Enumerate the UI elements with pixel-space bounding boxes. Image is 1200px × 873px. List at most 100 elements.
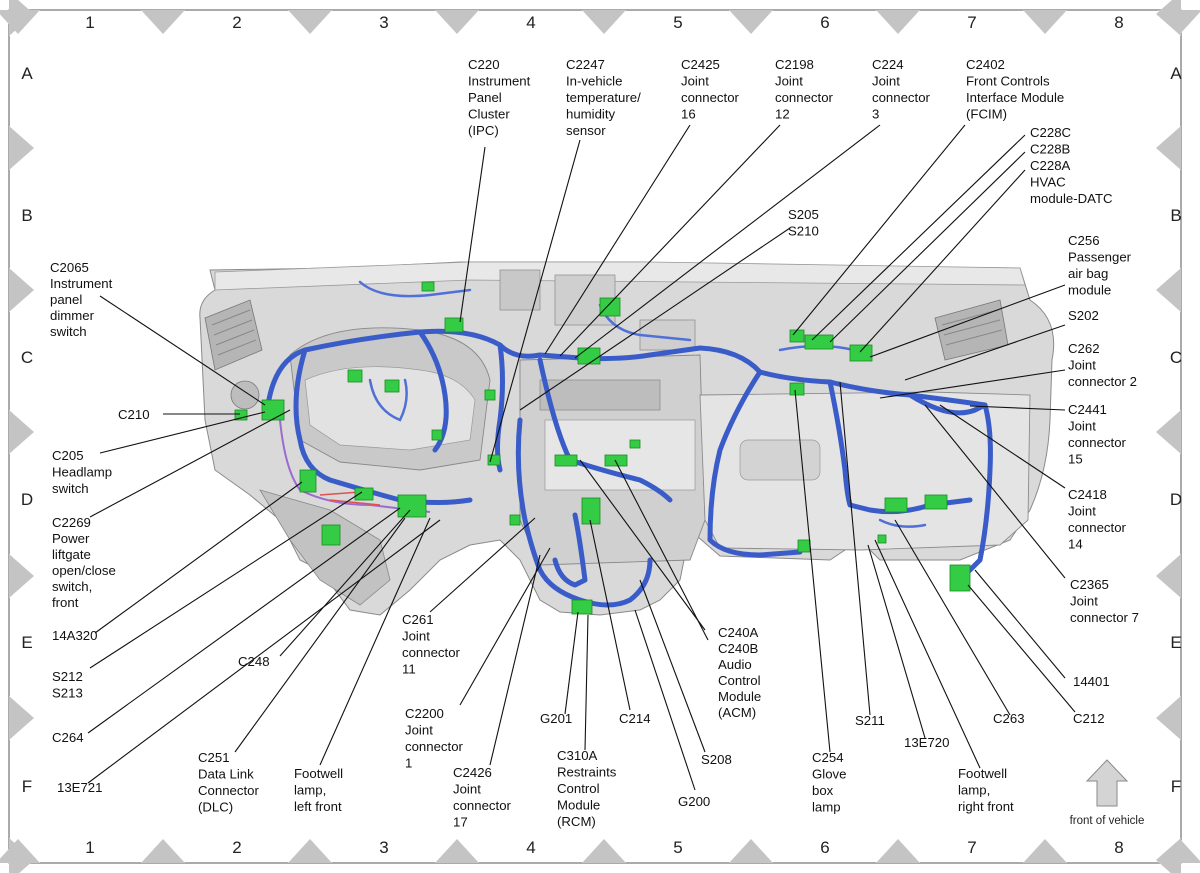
grid-row-b-right: B xyxy=(1170,206,1181,225)
grid-col-2-top: 2 xyxy=(232,13,241,32)
label-c263: C263 xyxy=(993,711,1025,726)
grid-row-c-right: C xyxy=(1170,348,1182,367)
grid-marker-top xyxy=(876,10,920,34)
label-s208: S208 xyxy=(701,752,732,767)
label-c2426: C2426 Joint connector 17 xyxy=(453,765,515,830)
instrument-panel-illustration xyxy=(199,261,1055,616)
label-13e721: 13E721 xyxy=(57,780,102,795)
grid-marker-top xyxy=(729,10,773,34)
label-c254: C254 Glove box lamp xyxy=(812,750,850,815)
label-c220: C220 Instrument Panel Cluster (IPC) xyxy=(468,57,534,138)
label-c214: C214 xyxy=(619,711,651,726)
grid-col-5-bottom: 5 xyxy=(673,838,682,857)
grid-marker-bottom xyxy=(288,839,332,863)
label-c2425: C2425 Joint connector 16 xyxy=(681,57,743,122)
label-footwell-right: Footwell lamp, right front xyxy=(958,766,1014,814)
grid-marker-bottom xyxy=(1023,839,1067,863)
label-c262: C262 Joint connector 2 xyxy=(1068,341,1137,389)
grid-col-6-bottom: 6 xyxy=(820,838,829,857)
grid-marker-top xyxy=(288,10,332,34)
label-s212: S212 S213 xyxy=(52,669,86,701)
grid-rows-right: A B C D E F xyxy=(1170,64,1182,796)
label-14a320: 14A320 xyxy=(52,628,97,643)
front-of-vehicle-legend: front of vehicle xyxy=(1070,759,1145,827)
label-footwell-left: Footwell lamp, left front xyxy=(294,766,347,814)
connectors xyxy=(234,281,971,615)
label-c256: C256 Passenger air bag module xyxy=(1068,233,1135,298)
label-c2198: C2198 Joint connector 12 xyxy=(775,57,837,122)
grid-marker-bottom xyxy=(141,839,185,863)
grid-marker-right xyxy=(1156,838,1181,873)
label-c2247: C2247 In-vehicle temperature/ humidity s… xyxy=(566,57,644,138)
grid-col-7-bottom: 7 xyxy=(967,838,976,857)
grid-marker-right xyxy=(1156,0,1181,36)
grid-col-8-bottom: 8 xyxy=(1114,838,1123,857)
leader-lines xyxy=(87,124,1076,791)
grid-marker-bottom xyxy=(876,839,920,863)
grid-row-c-left: C xyxy=(21,348,33,367)
label-c228: C228C C228B C228A HVAC module-DATC xyxy=(1030,125,1113,206)
label-c2365: C2365 Joint connector 7 xyxy=(1070,577,1139,625)
label-c2200: C2200 Joint connector 1 xyxy=(405,706,467,771)
grid-row-f-left: F xyxy=(22,777,32,796)
label-c2065: C2065 Instrument panel dimmer switch xyxy=(50,260,116,339)
label-13e720: 13E720 xyxy=(904,735,949,750)
grid-row-d-right: D xyxy=(1170,490,1182,509)
grid-marker-right xyxy=(1156,554,1181,598)
grid-marker-left xyxy=(9,0,34,36)
grid-row-a-right: A xyxy=(1170,64,1182,83)
grid-col-3-bottom: 3 xyxy=(379,838,388,857)
grid-row-b-left: B xyxy=(21,206,32,225)
grid-rows-left: A B C D E F xyxy=(21,64,33,796)
label-c240: C240A C240B Audio Control Module (ACM) xyxy=(718,625,765,720)
grid-col-8-top: 8 xyxy=(1114,13,1123,32)
label-14401: 14401 xyxy=(1073,674,1110,689)
label-c210: C210 xyxy=(118,407,150,422)
label-s205: S205 S210 xyxy=(788,207,822,239)
label-g201: G201 xyxy=(540,711,572,726)
grid-col-2-bottom: 2 xyxy=(232,838,241,857)
grid-marker-top xyxy=(435,10,479,34)
label-c310a: C310A Restraints Control Module (RCM) xyxy=(557,748,620,829)
label-c248: C248 xyxy=(238,654,270,669)
grid-marker-left xyxy=(9,554,34,598)
grid-marker-left xyxy=(9,410,34,454)
grid-marker-left xyxy=(9,268,34,312)
grid-marker-right xyxy=(1156,268,1181,312)
label-c2441: C2441 Joint connector 15 xyxy=(1068,402,1130,467)
grid-columns-top: 1 2 3 4 5 6 7 8 xyxy=(85,13,1123,32)
grid-marker-top xyxy=(1023,10,1067,34)
label-s211: S211 xyxy=(855,713,885,728)
grid-marker-bottom xyxy=(582,839,626,863)
grid-columns-bottom: 1 2 3 4 5 6 7 8 xyxy=(85,838,1123,857)
label-s202: S202 xyxy=(1068,308,1099,323)
grid-col-1-top: 1 xyxy=(85,13,94,32)
grid-marker-right xyxy=(1156,126,1181,170)
grid-marker-left xyxy=(9,696,34,740)
label-c205: C205 Headlamp switch xyxy=(52,448,116,496)
grid-marker-right xyxy=(1156,696,1181,740)
up-arrow-icon xyxy=(1085,759,1129,807)
wiring-harness xyxy=(265,280,993,608)
grid-marker-top xyxy=(141,10,185,34)
label-c212: C212 xyxy=(1073,711,1105,726)
grid-marker-top xyxy=(582,10,626,34)
grid-row-f-right: F xyxy=(1171,777,1181,796)
front-of-vehicle-label: front of vehicle xyxy=(1070,815,1145,827)
grid-marker-left xyxy=(9,126,34,170)
label-c264: C264 xyxy=(52,730,84,745)
grid-row-e-left: E xyxy=(21,633,32,652)
label-c251: C251 Data Link Connector (DLC) xyxy=(198,750,263,815)
label-c2418: C2418 Joint connector 14 xyxy=(1068,487,1130,552)
grid-col-3-top: 3 xyxy=(379,13,388,32)
grid-row-d-left: D xyxy=(21,490,33,509)
label-c224: C224 Joint connector 3 xyxy=(872,57,934,122)
label-c261: C261 Joint connector 11 xyxy=(402,612,464,677)
label-c2402: C2402 Front Controls Interface Module (F… xyxy=(966,57,1068,122)
grid-col-6-top: 6 xyxy=(820,13,829,32)
grid-col-4-top: 4 xyxy=(526,13,535,32)
label-c2269: C2269 Power liftgate open/close switch, … xyxy=(52,515,119,610)
grid-marker-right xyxy=(1156,410,1181,454)
